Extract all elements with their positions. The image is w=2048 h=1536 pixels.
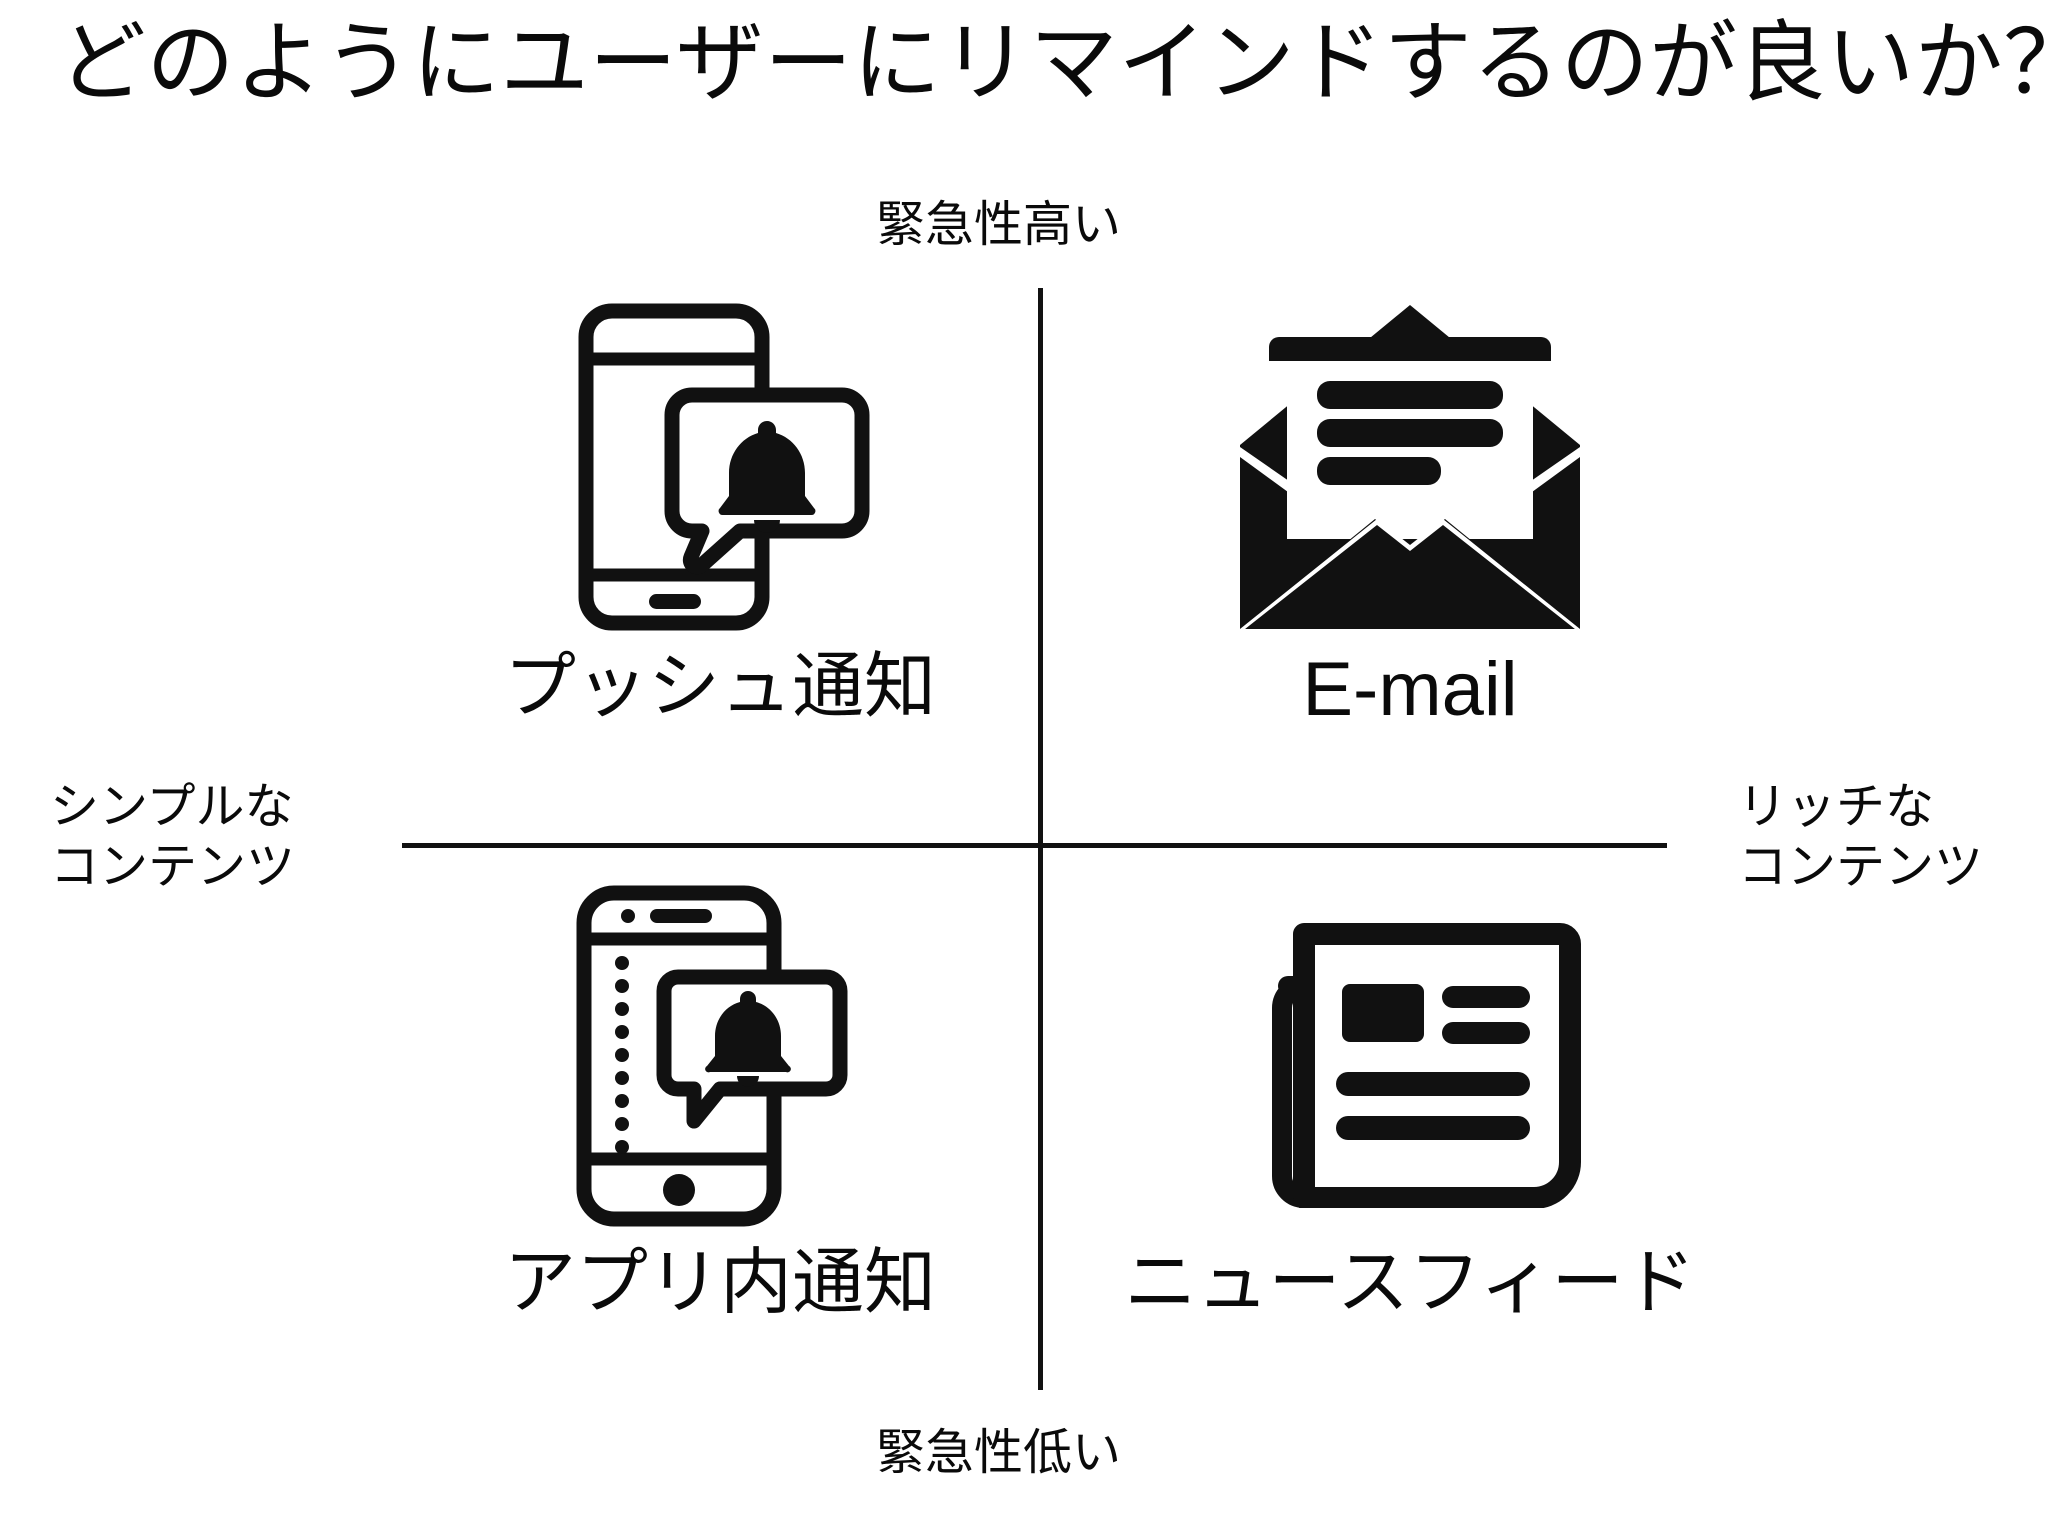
in-app-notification-icon-wrap <box>570 878 870 1238</box>
axis-label-simple-content: シンプルな コンテンツ <box>50 778 295 898</box>
newspaper-icon <box>1272 923 1581 1208</box>
quadrant-label-email: E-mail <box>1302 647 1518 732</box>
axis-label-urgency-low: 緊急性低い <box>876 1426 1122 1480</box>
phone-push-notification-bell-icon <box>578 303 870 631</box>
quadrant-label-in-app-notification: アプリ内通知 <box>503 1243 936 1323</box>
axis-label-rich-content-line2: コンテンツ <box>1738 839 1984 894</box>
horizontal-axis-line <box>402 843 1667 848</box>
quadrant-label-news-feed: ニュースフィード <box>1124 1243 1696 1323</box>
news-feed-icon-wrap <box>1230 878 1590 1238</box>
quadrant-bottom-right: ニュースフィード <box>1090 878 1730 1323</box>
phone-in-app-notification-bell-icon <box>576 885 848 1227</box>
open-envelope-letter-icon <box>1240 305 1580 633</box>
email-icon-wrap <box>1235 292 1585 642</box>
axis-label-simple-content-line2: コンテンツ <box>50 839 296 894</box>
axis-label-rich-content-line1: リッチな <box>1738 780 1935 834</box>
quadrant-bottom-left: アプリ内通知 <box>400 878 1040 1323</box>
axis-label-urgency-high: 緊急性高い <box>876 198 1122 252</box>
quadrant-top-right: E-mail <box>1090 292 1730 732</box>
page-title: どのようにユーザーにリマインドするのが良いか？ <box>58 13 2048 112</box>
quadrant-top-left: プッシュ通知 <box>400 292 1040 727</box>
quadrant-label-push-notification: プッシュ通知 <box>503 647 936 727</box>
vertical-axis-line <box>1038 288 1043 1390</box>
axis-label-rich-content: リッチな コンテンツ <box>1738 778 1983 898</box>
push-notification-icon-wrap <box>570 292 870 642</box>
axis-label-simple-content-line1: シンプルな <box>50 780 294 834</box>
